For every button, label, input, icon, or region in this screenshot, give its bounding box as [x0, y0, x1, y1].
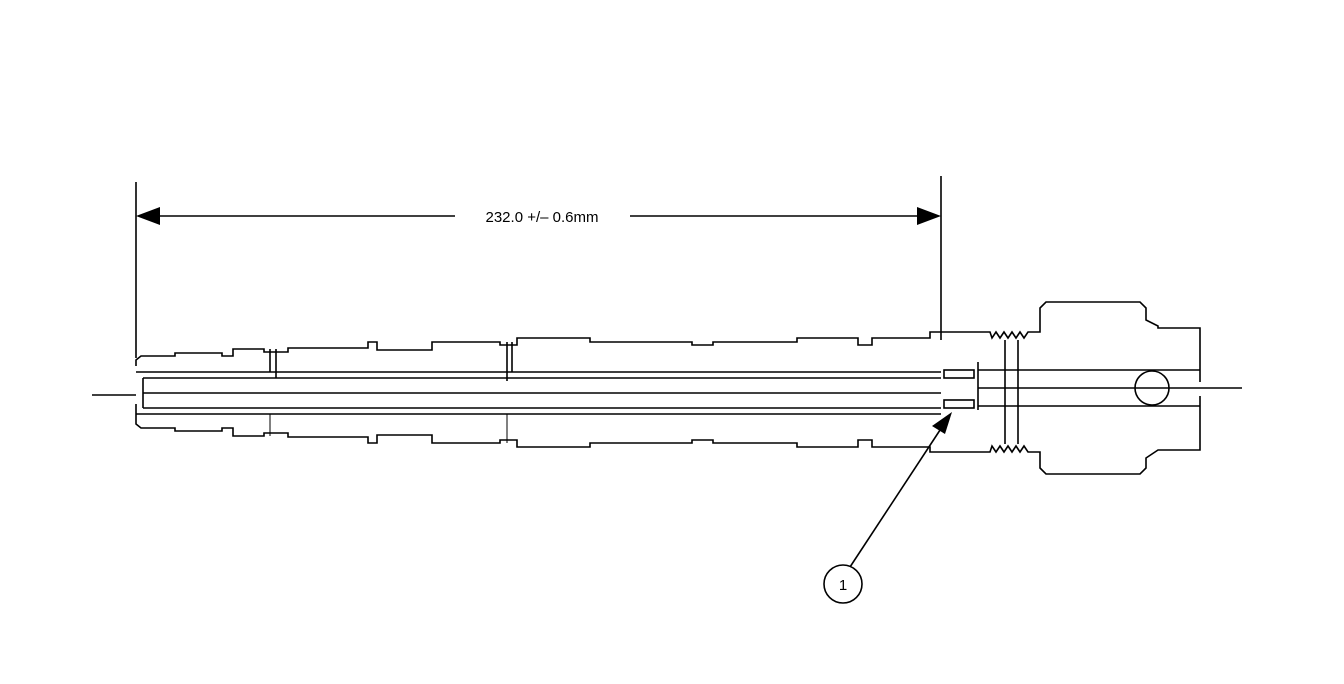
shaft-outline-top	[135, 331, 940, 366]
leader-line	[849, 423, 945, 568]
leader-arrowhead	[932, 412, 952, 434]
head-outline-bottom	[940, 396, 1201, 475]
dimension-label: 232.0 +/– 0.6mm	[486, 209, 599, 226]
dimension-arrow-left	[136, 207, 160, 225]
centerline	[92, 387, 1242, 396]
callout-1: 1	[823, 412, 952, 604]
seal-ring-bottom	[943, 399, 975, 409]
dimension-arrow-right	[917, 207, 941, 225]
length-dimension: 232.0 +/– 0.6mm	[135, 176, 942, 358]
callout-number: 1	[839, 577, 847, 594]
callout-circle	[823, 564, 863, 604]
head-outline-top	[940, 301, 1201, 382]
cross-hole	[1134, 370, 1170, 406]
shaft-outline-bottom	[135, 404, 940, 453]
shaft	[135, 331, 975, 453]
seal-ring-top	[943, 369, 975, 379]
shaft-head	[940, 301, 1201, 475]
